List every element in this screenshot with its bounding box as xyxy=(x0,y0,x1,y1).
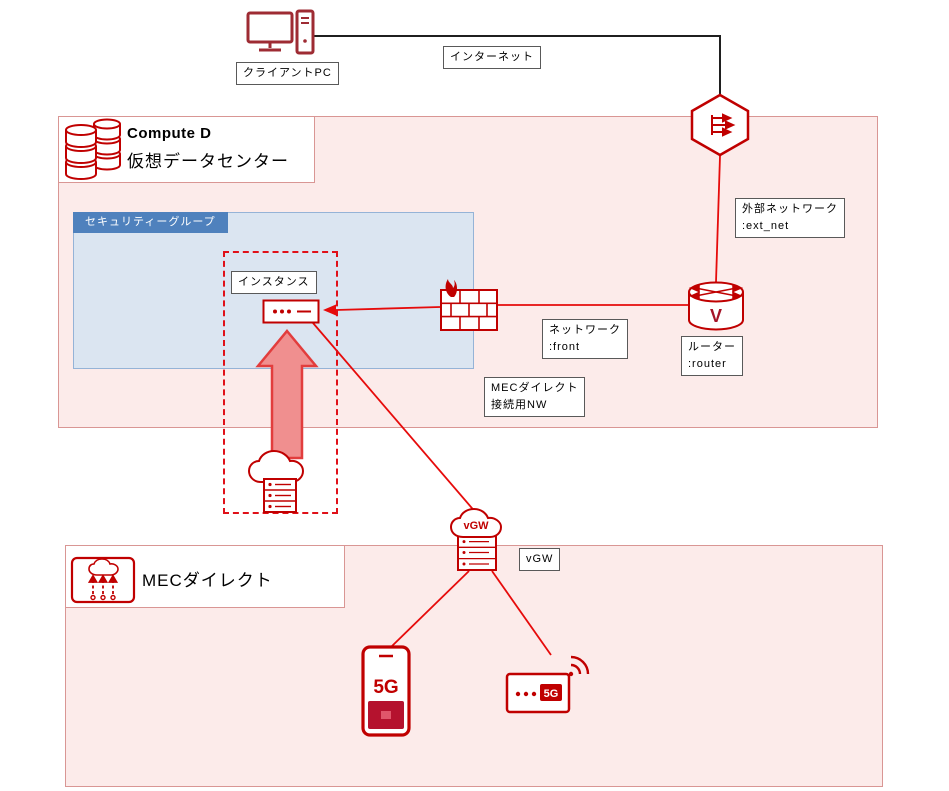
label-network-front: ネットワーク :front xyxy=(542,319,628,360)
label-ext-net-line2: :ext_net xyxy=(742,220,790,233)
label-instance-text: インスタンス xyxy=(238,276,310,288)
database-icon xyxy=(65,118,121,180)
label-router-line1: ルーター xyxy=(688,341,736,353)
label-network-front-line2: :front xyxy=(549,341,581,354)
external-network-hexagon-icon xyxy=(690,93,750,157)
mec-direct-icon xyxy=(70,556,136,604)
phone-5g-label: 5G xyxy=(373,677,398,698)
datacenter-subtitle: 仮想データセンター xyxy=(127,152,289,171)
label-router: ルーター :router xyxy=(681,336,743,377)
label-client-pc-text: クライアントPC xyxy=(243,67,332,79)
flame-icon xyxy=(445,279,457,297)
security-group-header: セキュリティーグループ xyxy=(73,212,228,233)
label-mec-nw-line2: 接続用NW xyxy=(491,399,548,412)
label-mec-nw: MECダイレクト 接続用NW xyxy=(484,377,586,418)
label-internet: インターネット xyxy=(443,46,541,70)
label-mec-nw-line1: MECダイレクト xyxy=(491,382,579,394)
mec-direct-title: MECダイレクト xyxy=(142,571,273,590)
label-ext-net-line1: 外部ネットワーク xyxy=(742,203,838,215)
label-vgw: vGW xyxy=(519,548,561,572)
vgw-cloud-label: vGW xyxy=(463,520,489,532)
client-pc-icon xyxy=(246,9,315,55)
5g-phone-icon: 5G xyxy=(361,645,411,737)
datacenter-title-box: Compute D 仮想データセンター xyxy=(58,116,315,183)
vgw-icon: vGW xyxy=(449,508,503,571)
label-network-front-line1: ネットワーク xyxy=(549,324,621,336)
wifi-icon xyxy=(570,655,590,675)
datacenter-title: Compute D xyxy=(127,125,212,142)
label-instance: インスタンス xyxy=(231,271,317,295)
label-vgw-text: vGW xyxy=(526,553,554,565)
5g-device-icon: 5G xyxy=(505,655,590,714)
router-v-label: V xyxy=(710,306,722,326)
router-icon: V xyxy=(688,281,744,331)
cloud-server-icon xyxy=(247,450,305,513)
label-ext-net: 外部ネットワーク :ext_net xyxy=(735,198,845,239)
instance-icon xyxy=(262,299,320,324)
label-client-pc: クライアントPC xyxy=(236,62,339,86)
label-internet-text: インターネット xyxy=(450,51,534,63)
device-5g-label: 5G xyxy=(544,688,559,700)
firewall-icon xyxy=(440,279,498,331)
label-router-line2: :router xyxy=(688,358,727,371)
